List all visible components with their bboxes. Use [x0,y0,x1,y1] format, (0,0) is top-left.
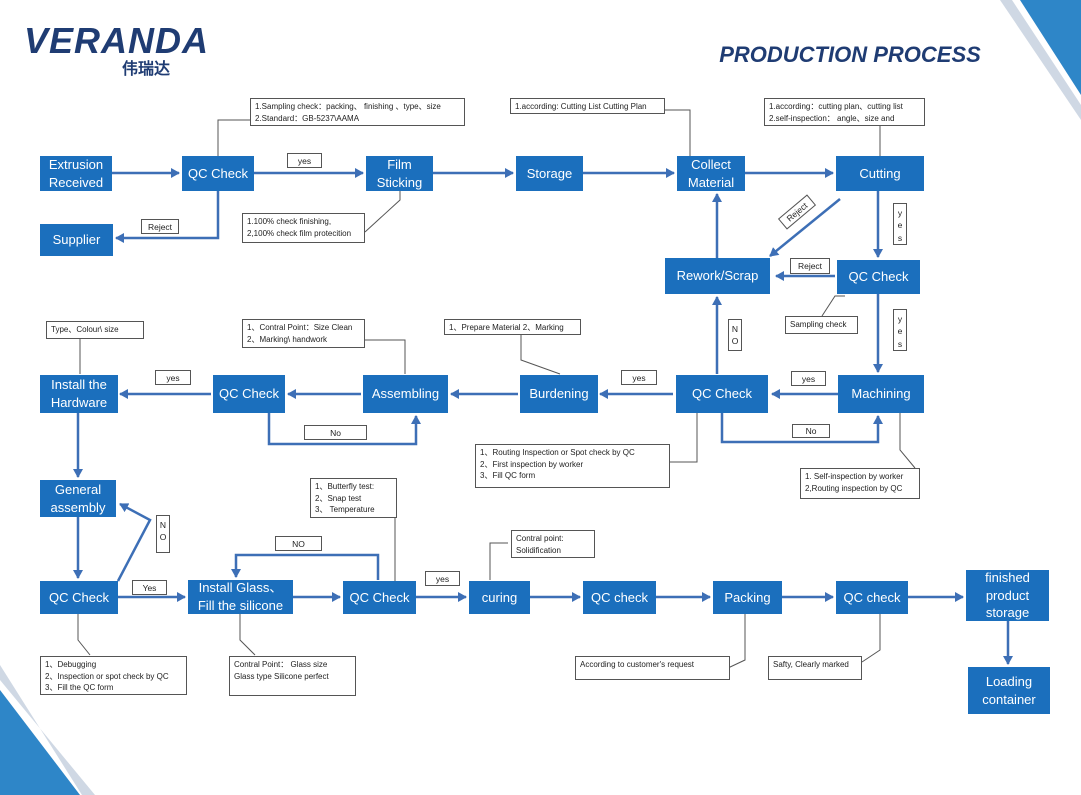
note-curing-control: Contral point: Solidification [511,530,595,558]
step-curing: curing [469,581,530,614]
label-yes-qc-machining: yes [791,371,826,386]
label-no-machining: No [792,424,830,438]
note-sampling-check-standard: 1.Sampling check：packing、 finishing 、typ… [250,98,465,126]
step-film-sticking: Film Sticking [366,156,433,191]
note-debugging: 1、Debugging 2、Inspection or spot check b… [40,656,187,695]
note-film-check: 1.100% check finishing, 2,100% check fil… [242,213,365,243]
logo-chinese-name: 伟瑞达 [122,59,171,78]
step-collect-material: Collect Material [677,156,745,191]
page-title: PRODUCTION PROCESS [719,42,981,67]
note-safety-marking: Safty, Clearly marked [768,656,862,680]
step-loading-container: Loading container [968,667,1050,714]
step-qc-check-assembling: QC Check [213,375,285,413]
note-cutting-list: 1.according: Cutting List Cutting Plan [510,98,665,114]
step-supplier: Supplier [40,224,113,256]
label-reject-qc: Reject [790,258,830,274]
step-assembling: Assembling [363,375,448,413]
note-routing-inspection: 1、Routing Inspection or Spot check by QC… [475,444,670,488]
note-type-colour-size: Type、Colour\ size [46,321,144,339]
label-no-rework: N O [728,319,742,351]
label-yes-hardware: yes [155,370,191,385]
step-extrusion-received: Extrusion Received [40,156,112,191]
step-qc-check-curing: QC check [583,581,656,614]
label-no-glass: NO [275,536,322,551]
step-packing: Packing [713,581,782,614]
note-customer-request: According to customer's request [575,656,730,680]
label-yes-cutting: y e s [893,203,907,245]
note-glass-control: Contral Point： Glass size Glass type Sil… [229,656,356,696]
step-burdening: Burdening [520,375,598,413]
step-qc-check-machining: QC Check [676,375,768,413]
step-machining: Machining [838,375,924,413]
step-storage: Storage [516,156,583,191]
step-qc-check-incoming: QC Check [182,156,254,191]
note-cutting-inspection: 1.according：cutting plan、cutting list 2.… [764,98,925,126]
label-yes-film: yes [287,153,322,168]
note-assembling-control: 1、Contral Point：Size Clean 2、Marking\ ha… [242,319,365,348]
step-install-glass: Install Glass、 Fill the silicone [188,580,293,614]
step-qc-check-general: QC Check [40,581,118,614]
label-reject-supplier: Reject [141,219,179,234]
label-yes-glass: Yes [132,580,167,595]
label-yes-curing: yes [425,571,460,586]
step-finished-product-storage: finished product storage [966,570,1049,621]
step-qc-check-packing: QC check [836,581,908,614]
logo-wordmark: VERANDA [24,20,210,61]
flow-arrows [73,168,1013,665]
label-yes-burdening: yes [621,370,657,385]
step-qc-check-glass: QC Check [343,581,416,614]
step-qc-check-cutting: QC Check [837,260,920,294]
step-rework-scrap: Rework/Scrap [665,258,770,294]
note-self-inspection: 1. Self-inspection by worker 2,Routing i… [800,468,920,499]
step-cutting: Cutting [836,156,924,191]
step-install-hardware: Install the Hardware [40,375,118,413]
note-glass-tests: 1、Butterfly test: 2、Snap test 3、 Tempera… [310,478,397,518]
note-sampling-check: Sampling check [785,316,858,334]
label-yes-machining: y e s [893,309,907,351]
note-prepare-material: 1、Prepare Material 2、Marking [444,319,581,335]
label-no-assembling: No [304,425,367,440]
step-general-assembly: General assembly [40,480,116,517]
veranda-logo: VERANDA 伟瑞达 [24,20,224,80]
label-no-general: N O [156,515,170,553]
